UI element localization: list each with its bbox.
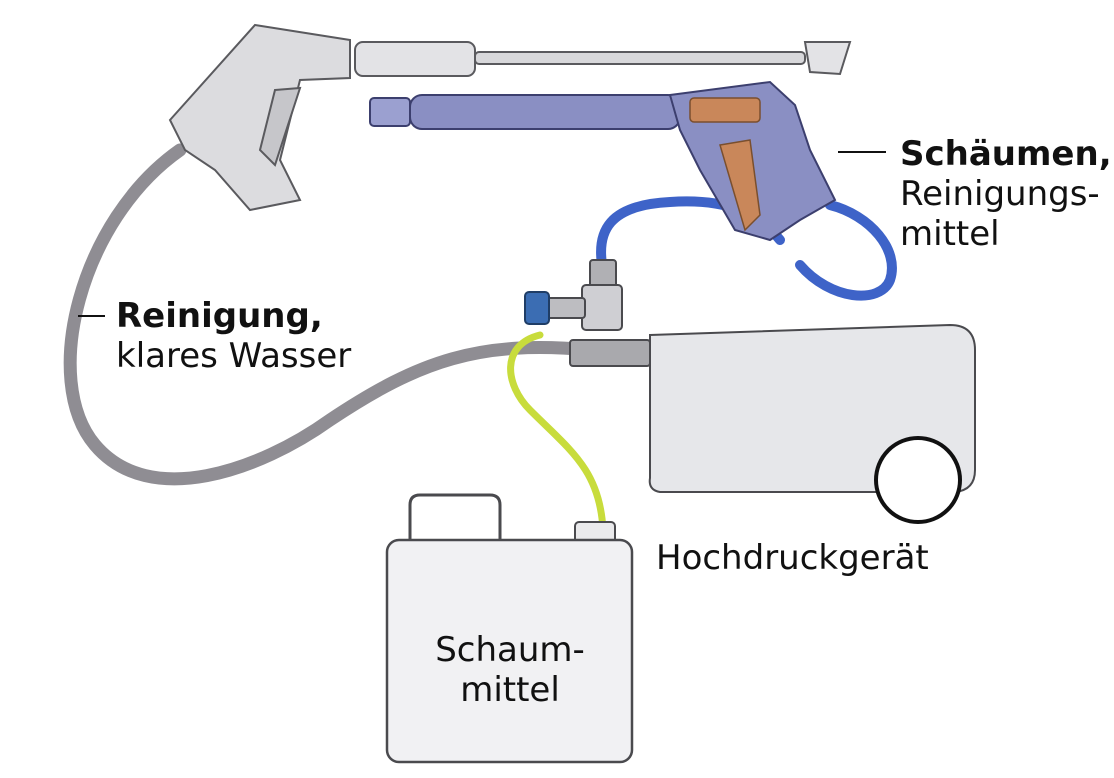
pressure-washer-machine-icon xyxy=(648,323,976,524)
foaming-title: Schäumen, xyxy=(900,134,1112,174)
canister-label: Schaum- mittel xyxy=(430,630,590,710)
canister-line2: mittel xyxy=(460,670,560,710)
machine-label: Hochdruckgerät xyxy=(656,538,929,578)
foaming-line2: Reinigungs- xyxy=(900,174,1100,214)
spray-gun-blue-icon xyxy=(369,80,837,242)
cleaning-label: Reinigung, klares Wasser xyxy=(116,296,351,376)
foaming-line3: mittel xyxy=(900,214,1000,254)
foam-canister-icon xyxy=(385,493,634,764)
cleaning-subtitle: klares Wasser xyxy=(116,336,352,376)
spray-gun-grey-icon xyxy=(168,23,852,212)
yellow-hose xyxy=(507,331,607,534)
canister-line1: Schaum- xyxy=(435,630,585,670)
cleaning-title: Reinigung, xyxy=(116,296,323,336)
foaming-label: Schäumen, Reinigungs- mittel xyxy=(900,134,1112,254)
grey-hose xyxy=(63,143,597,486)
